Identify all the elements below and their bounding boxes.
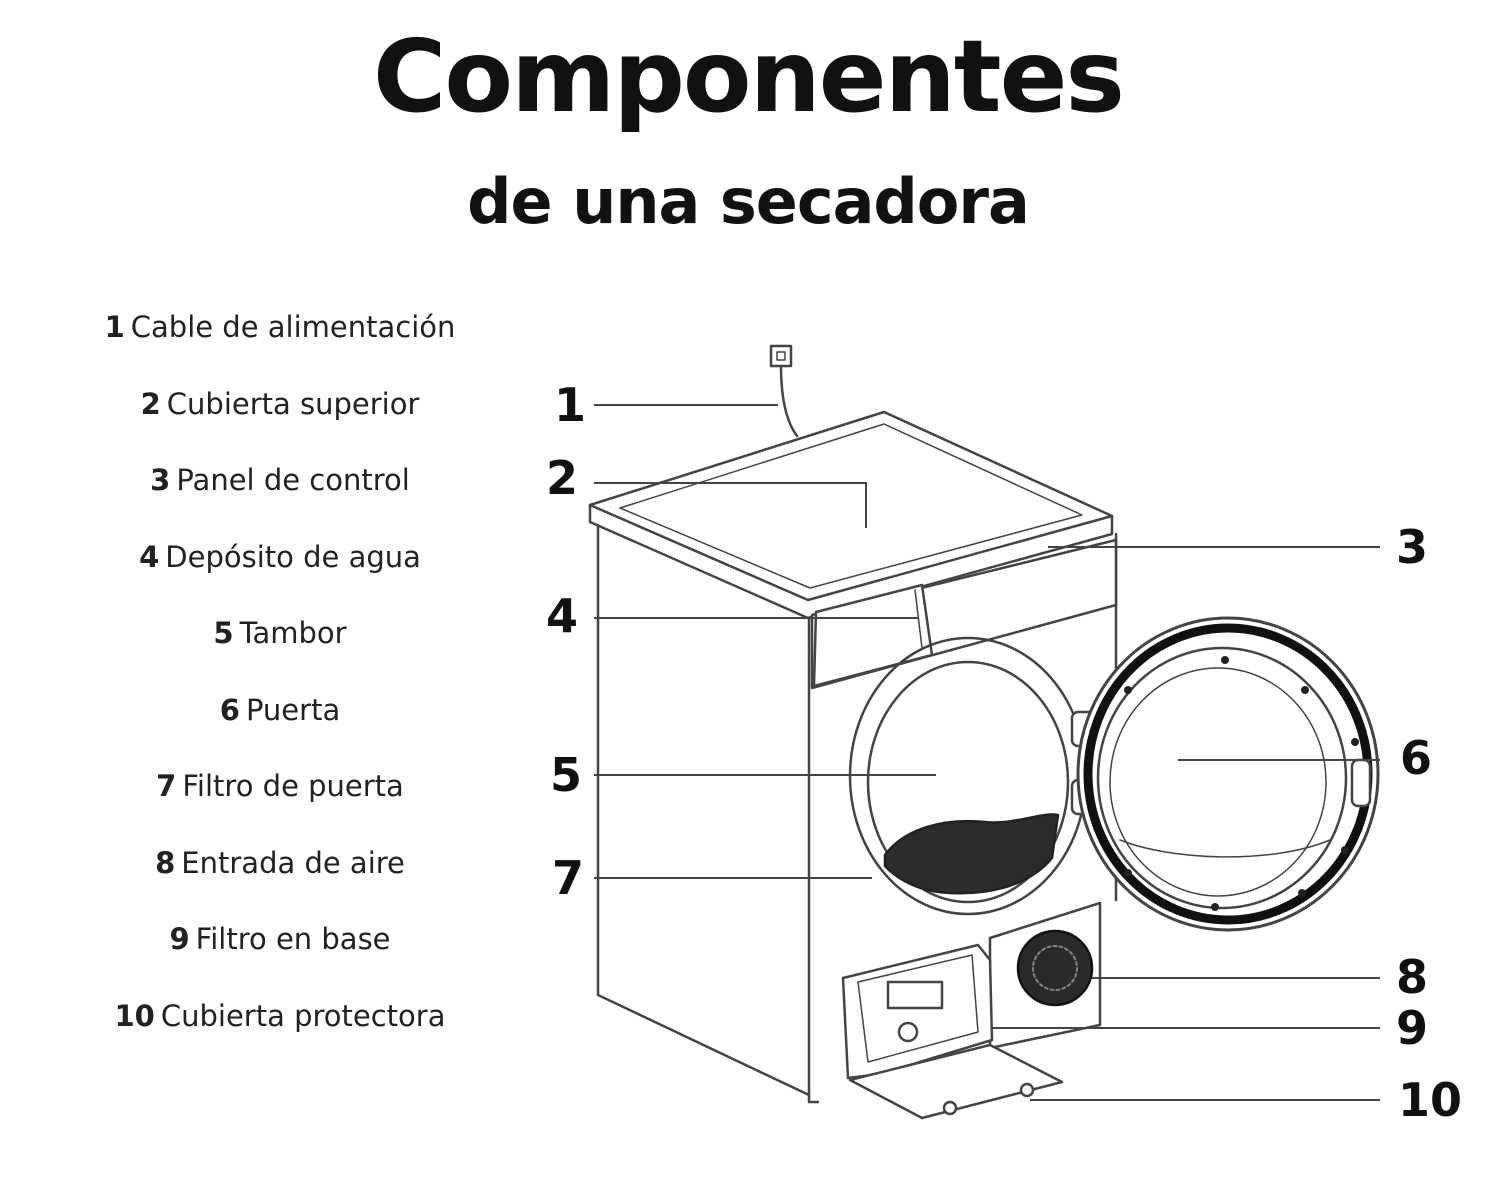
callout-number-8: 8 — [1396, 950, 1428, 1004]
legend-item-label: Cubierta superior — [166, 386, 420, 421]
legend-item-label: Tambor — [239, 616, 347, 650]
cabinet-side — [596, 523, 811, 1097]
top-cover-inner — [619, 423, 1083, 589]
leader-line-2 — [594, 482, 867, 528]
base-filter-compartment — [841, 943, 994, 1080]
protective-cover-flap — [848, 1043, 1064, 1120]
base-filter-handle — [886, 980, 944, 1010]
legend-item-label: Panel de control — [176, 463, 410, 497]
plug-pin — [776, 351, 786, 361]
door-glass — [1096, 646, 1348, 910]
callout-number-3: 3 — [1396, 520, 1428, 574]
drum-interior-shadow — [883, 813, 1060, 895]
legend-item-number: 2 — [140, 386, 161, 421]
callout-number-6: 6 — [1400, 731, 1432, 785]
page-title: Componentes — [373, 18, 1125, 135]
door-screw — [1124, 869, 1132, 877]
leader-lines — [594, 404, 1380, 1101]
callout-number-1: 1 — [554, 378, 586, 432]
air-inlet-vent-inner — [1032, 945, 1078, 991]
air-inlet-vent — [1016, 929, 1094, 1007]
legend-item-label: Cable de alimentación — [130, 310, 456, 344]
protective-cover-screw — [942, 1100, 958, 1116]
door-screw — [1341, 846, 1349, 854]
dryer-illustration — [588, 344, 1380, 1120]
base-filter-inner — [857, 954, 979, 1063]
legend-item-label: Filtro en base — [195, 922, 391, 956]
door-screw — [1298, 889, 1306, 897]
door-filter-curve — [1119, 839, 1331, 858]
legend-item-number: 1 — [104, 310, 125, 344]
page-subtitle: de una secadora — [467, 165, 1030, 238]
callout-number-4: 4 — [546, 589, 578, 643]
legend-item-label: Puerta — [245, 692, 341, 727]
door-outer-ring — [1076, 616, 1380, 932]
power-cable — [779, 364, 799, 438]
legend-item-number: 7 — [156, 769, 177, 803]
door-glass-inner — [1109, 667, 1327, 897]
callout-number-2: 2 — [546, 451, 578, 505]
legend-item-number: 10 — [114, 998, 155, 1033]
drum-opening-inner — [866, 660, 1070, 904]
base-filter-knob — [897, 1021, 919, 1043]
callout-number-9: 9 — [1396, 1001, 1428, 1055]
plug-icon — [769, 344, 793, 368]
door-screw — [1124, 686, 1132, 694]
door-latch — [1350, 758, 1372, 808]
door-screw — [1211, 903, 1219, 911]
cabinet-foot — [807, 1093, 820, 1104]
legend-item-number: 4 — [139, 539, 160, 574]
legend-item-number: 9 — [169, 922, 190, 956]
legend-item-label: Depósito de agua — [165, 539, 421, 574]
callout-number-5: 5 — [550, 748, 582, 802]
legend-item-label: Filtro de puerta — [182, 769, 404, 803]
legend-item-number: 8 — [155, 845, 176, 880]
door-screw — [1221, 656, 1229, 664]
legend-item-label: Cubierta protectora — [160, 998, 446, 1033]
legend-item-number: 6 — [219, 692, 240, 727]
callout-number-10: 10 — [1398, 1073, 1462, 1127]
door-screw — [1351, 738, 1359, 746]
callout-number-7: 7 — [552, 851, 584, 905]
door-screws — [1124, 656, 1359, 911]
legend-item-number: 3 — [150, 463, 171, 497]
water-tank-drawer — [812, 583, 934, 688]
water-tank-handle — [914, 589, 923, 649]
legend-item-number: 5 — [213, 616, 234, 650]
legend-item-label: Entrada de aire — [181, 845, 405, 880]
protective-cover-screw — [1019, 1082, 1035, 1098]
door-screw — [1301, 686, 1309, 694]
